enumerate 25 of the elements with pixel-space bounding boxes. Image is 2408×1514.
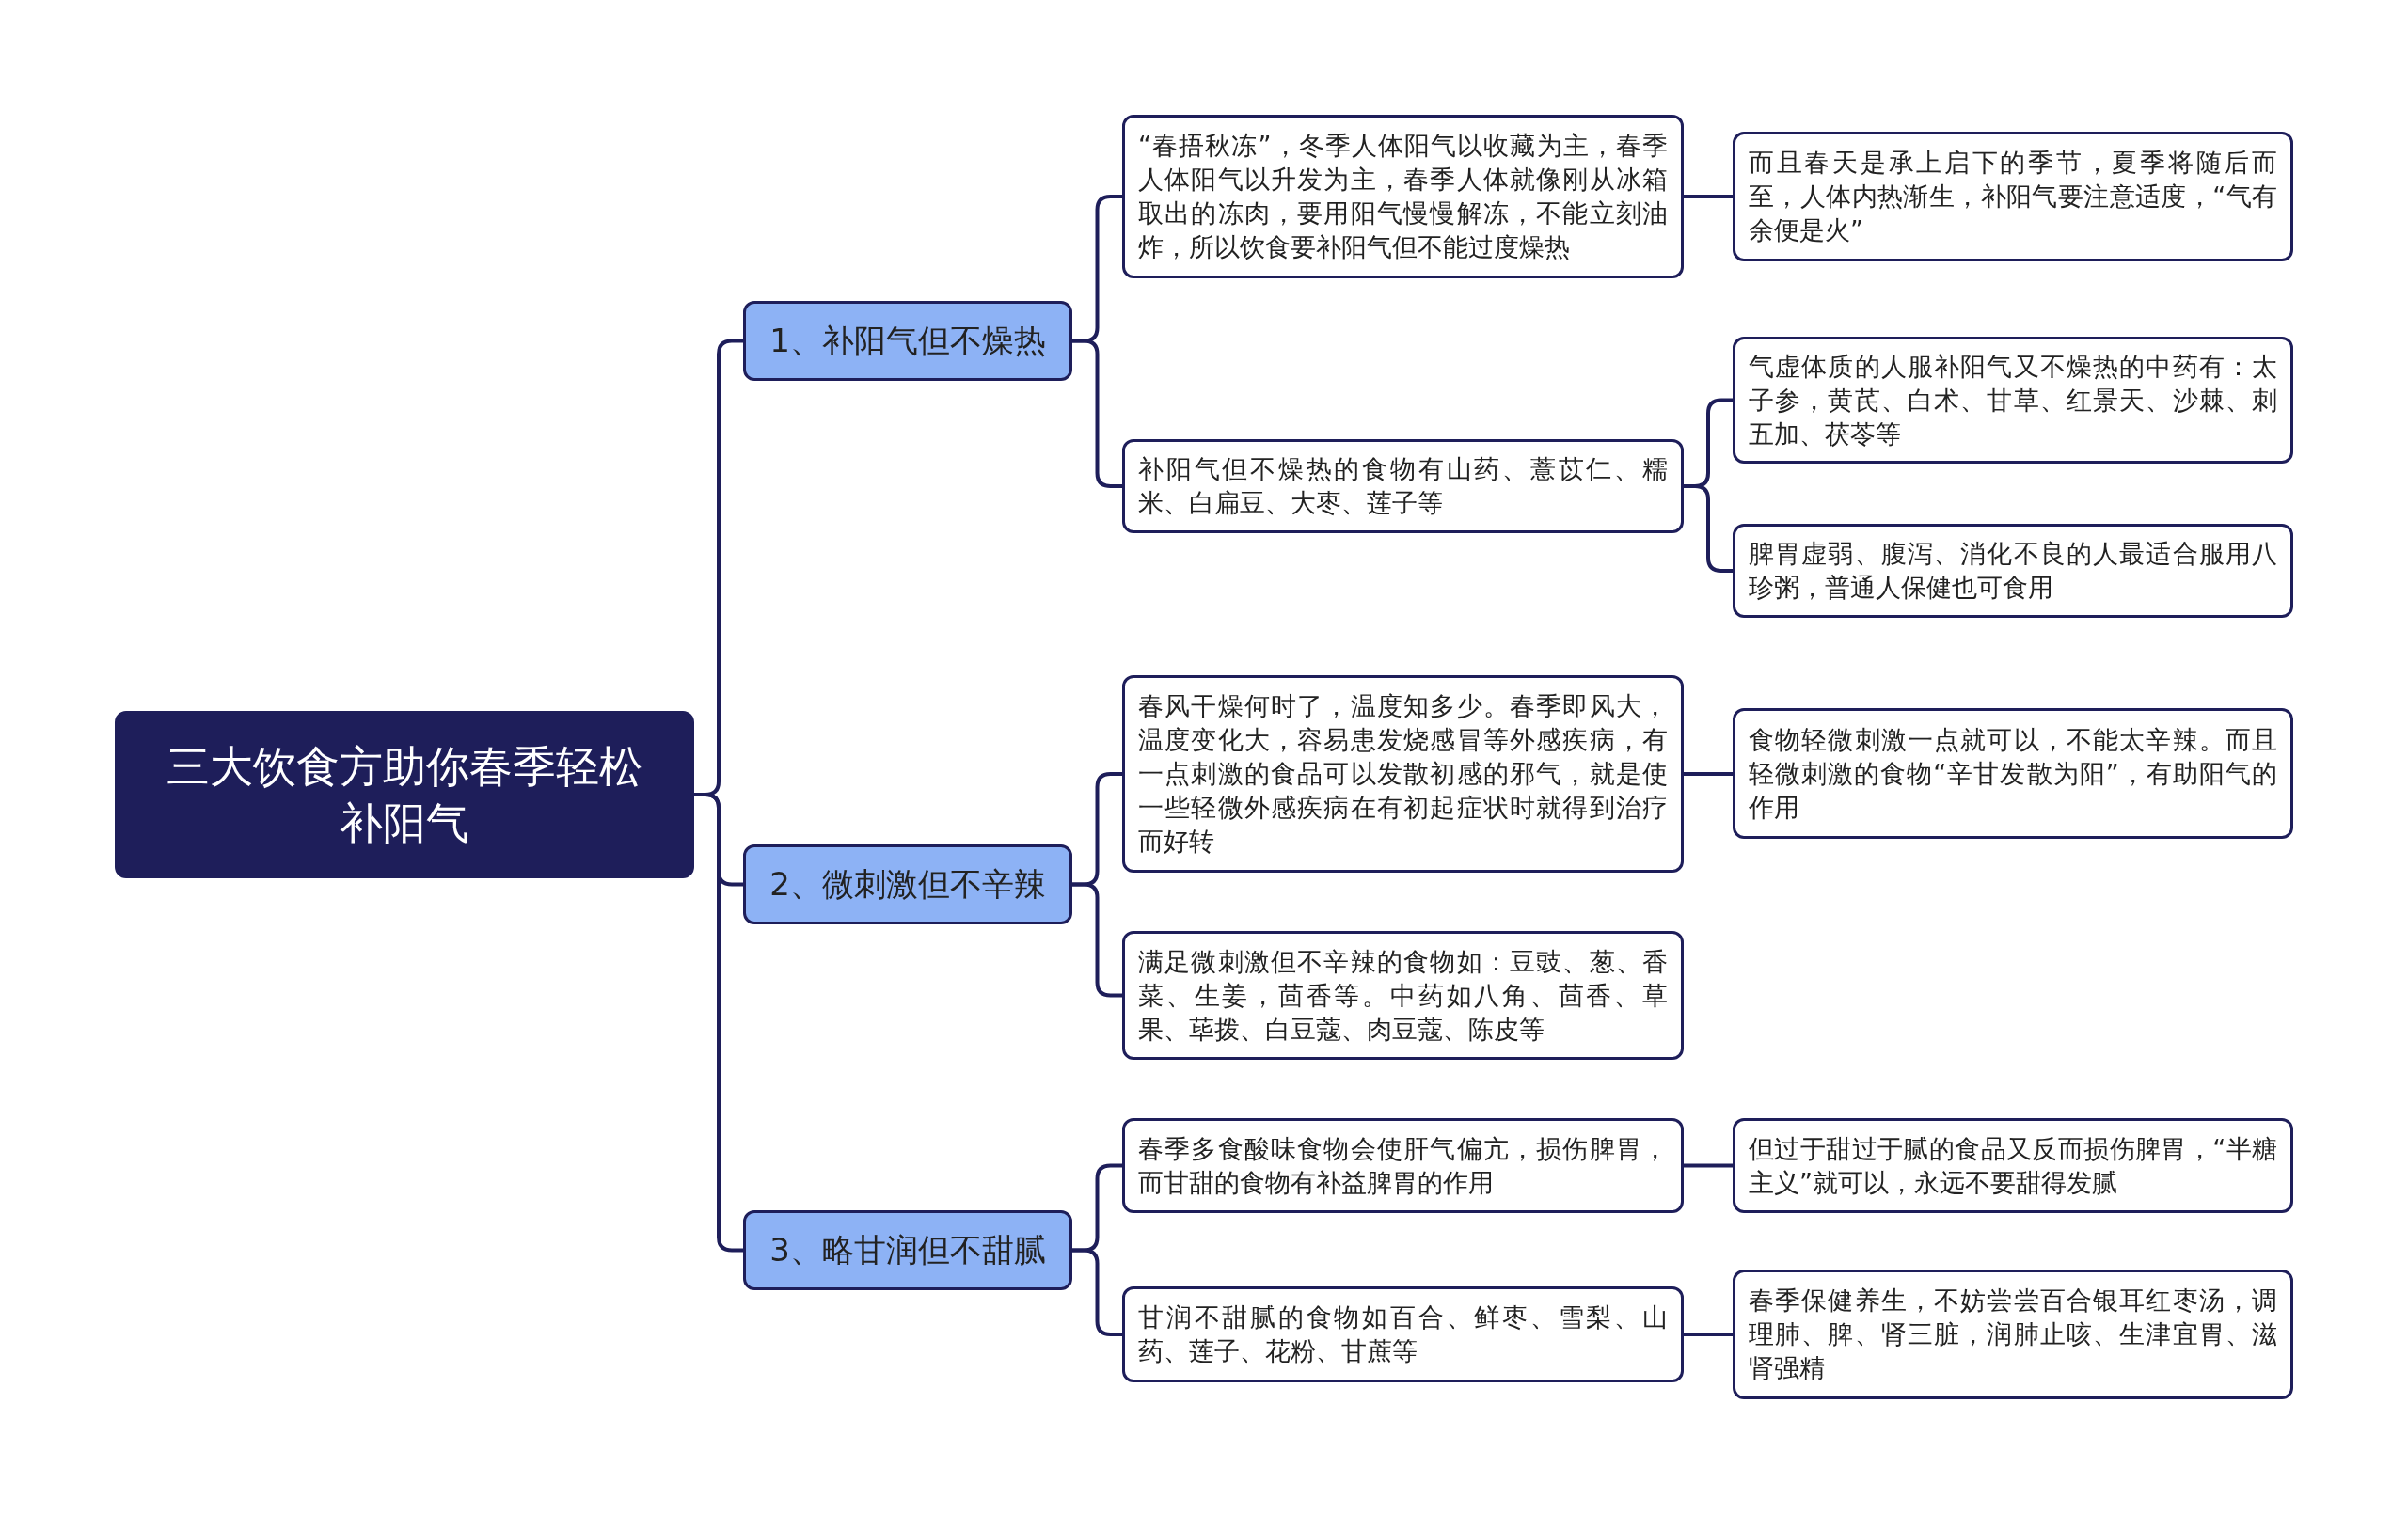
connector xyxy=(1072,1248,1122,1336)
branch-box: 2、微刺激但不辛辣 xyxy=(743,844,1072,924)
topic-box: 三大饮食方助你春季轻松补阳气 xyxy=(115,711,694,878)
text-box: 气虚体质的人服补阳气又不燥热的中药有：太子参，黄芪、白术、甘草、红景天、沙棘、刺五加、茯苓等 xyxy=(1733,337,2293,464)
text-box: 春季多食酸味食物会使肝气偏亢，损伤脾胃，而甘甜的食物有补益脾胃的作用 xyxy=(1122,1118,1684,1213)
connector xyxy=(1072,339,1122,488)
text-box: 甘润不甜腻的食物如百合、鲜枣、雪梨、山药、莲子、花粉、甘蔗等 xyxy=(1122,1286,1684,1382)
connector xyxy=(694,793,743,1253)
text-box: “春捂秋冻”，冬季人体阳气以收藏为主，春季人体阳气以升发为主，春季人体就像刚从冰箱取出的冻肉，要用阳气慢慢解冻，不能立刻油炸，所以饮食要补阳气但不能过度燥热 xyxy=(1122,115,1684,278)
text-box: 补阳气但不燥热的食物有山药、薏苡仁、糯米、白扁豆、大枣、莲子等 xyxy=(1122,439,1684,533)
text-box: 春风干燥何时了，温度知多少。春季即风大，温度变化大，容易患发烧感冒等外感疾病，有一点刺激的食品可以发散初感的邪气，就是使一些轻微外感疾病在有初起症状时就得到治疗而好转 xyxy=(1122,675,1684,873)
connector xyxy=(1072,882,1122,998)
connector xyxy=(1684,195,1733,198)
connector xyxy=(1684,1333,1733,1336)
text-box: 而且春天是承上启下的季节，夏季将随后而至，人体内热渐生，补阳气要注意适度，“气有余便是火” xyxy=(1733,132,2293,261)
text-box: 春季保健养生，不妨尝尝百合银耳红枣汤，调理肺、脾、肾三脏，润肺止咳、生津宜胃、滋肾强精 xyxy=(1733,1270,2293,1399)
branch-box: 1、补阳气但不燥热 xyxy=(743,301,1072,381)
text-box: 满足微刺激但不辛辣的食物如：豆豉、葱、香菜、生姜，茴香等。中药如八角、茴香、草果、荜拨、白豆蔻、肉豆蔻、陈皮等 xyxy=(1122,931,1684,1060)
text-box: 但过于甜过于腻的食品又反而损伤脾胃，“半糖主义”就可以，永远不要甜得发腻 xyxy=(1733,1118,2293,1213)
connector xyxy=(1684,484,1733,573)
connector xyxy=(1684,772,1733,776)
branch-box: 3、略甘润但不甜腻 xyxy=(743,1210,1072,1290)
text-box: 食物轻微刺激一点就可以，不能太辛辣。而且轻微刺激的食物“辛甘发散为阳”，有助阳气的作用 xyxy=(1733,708,2293,839)
text-box: 脾胃虚弱、腹泻、消化不良的人最适合服用八珍粥，普通人保健也可食用 xyxy=(1733,524,2293,618)
connector xyxy=(1684,1163,1733,1168)
